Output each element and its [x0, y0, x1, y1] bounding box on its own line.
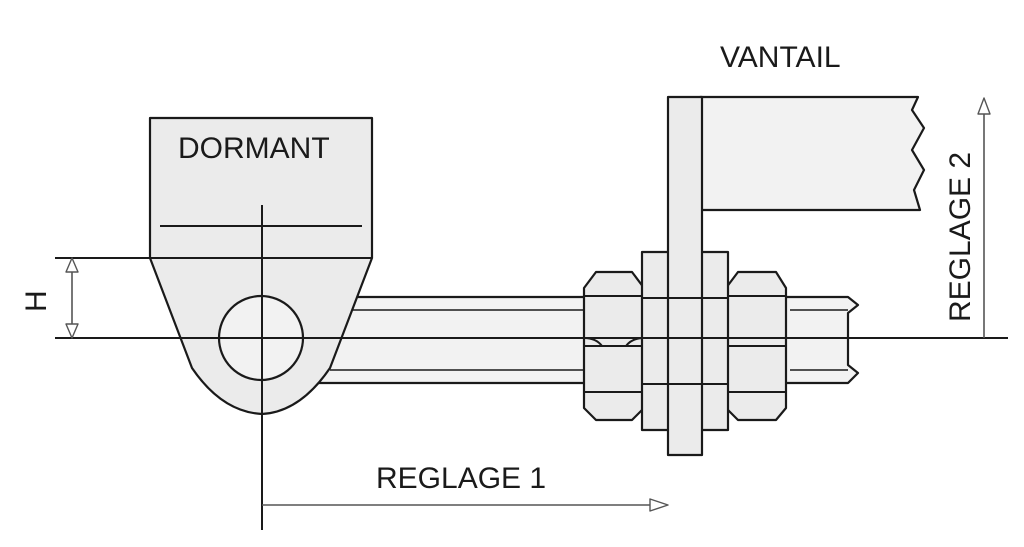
- h-label: H: [20, 290, 53, 312]
- dormant-label: DORMANT: [178, 132, 330, 165]
- nut-left: [582, 270, 646, 422]
- vantail-leaf: [698, 95, 926, 212]
- reference-lines: [55, 205, 1008, 530]
- vantail-label: VANTAIL: [720, 41, 841, 74]
- vantail-strap: [666, 95, 704, 457]
- h-dimension-arrow: [65, 257, 79, 339]
- reglage2-arrow: [977, 97, 991, 338]
- nut-right: [724, 270, 788, 422]
- threaded-rod: [316, 295, 590, 385]
- rod-end: [778, 295, 860, 385]
- reglage1-arrow: [262, 498, 669, 512]
- reglage1-label: REGLAGE 1: [376, 462, 546, 495]
- reglage2-label: REGLAGE 2: [944, 152, 977, 322]
